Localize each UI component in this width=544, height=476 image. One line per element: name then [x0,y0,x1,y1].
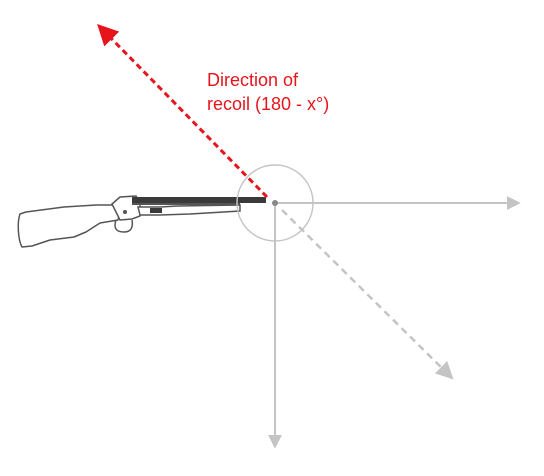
shotgun-stock [17,204,121,248]
recoil-label-line2: recoil (180 - x°) [207,94,330,114]
pivot-dot [272,200,278,206]
recoil-direction-label: Direction of recoil (180 - x°) [207,68,329,116]
shotgun-forend [137,204,241,216]
shotgun-barrel [132,197,266,203]
shotgun-trigger-guard [114,219,134,233]
recoil-label-line1: Direction of [207,70,299,90]
shot-direction-arrow [281,209,454,380]
shotgun-icon [17,195,266,248]
